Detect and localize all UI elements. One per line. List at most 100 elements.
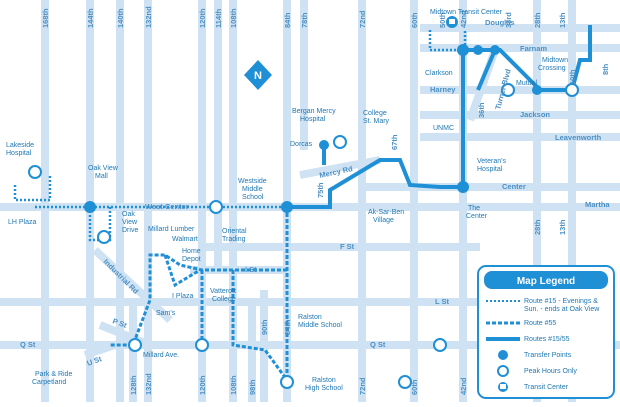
street-label: West Center xyxy=(145,202,189,211)
street-label: I St xyxy=(245,265,257,274)
place-label: I Plaza xyxy=(172,293,194,300)
street-label: 132nd xyxy=(144,6,153,28)
map-legend: Map Legend Route #15 - Evenings & Sun. -… xyxy=(477,265,615,399)
vertical-street-labels: 168th 144th 140th 132nd 120th 114th 108t… xyxy=(41,6,610,395)
legend-item-label: Route #55 xyxy=(524,320,556,327)
legend-item-label: Route #15 - Evenings & xyxy=(524,298,598,305)
street-label: L St xyxy=(435,297,450,306)
street-label: 67th xyxy=(390,134,399,150)
street-label: 114th xyxy=(214,8,223,28)
street-label: 33rd xyxy=(504,12,513,28)
street-label: Q St xyxy=(20,340,36,349)
place-label: Depot xyxy=(182,256,201,263)
street-label: 78th xyxy=(300,12,309,28)
place-label: College xyxy=(212,296,236,303)
place-label: Clarkson xyxy=(425,70,453,77)
street-label: Leavenworth xyxy=(555,133,602,142)
place-label: UNMC xyxy=(433,125,454,132)
place-label: Village xyxy=(373,217,394,224)
place-label: Walmart xyxy=(172,236,198,243)
place-label: Millard Ave. xyxy=(143,352,179,359)
route-15-55 xyxy=(287,25,592,209)
street-label: Harney xyxy=(430,85,456,94)
place-label: Ak-Sar-Ben xyxy=(368,209,404,216)
place-label: Park & Ride xyxy=(35,371,72,378)
compass-label: N xyxy=(254,70,262,82)
place-label: View xyxy=(122,219,138,226)
place-label: Vatterott xyxy=(210,288,236,295)
place-label: Trading xyxy=(222,236,246,243)
place-label: Hospital xyxy=(6,150,32,157)
place-label: Ralston xyxy=(298,314,322,321)
place-label: Home xyxy=(182,248,201,255)
street-label: Martha xyxy=(585,200,610,209)
street-label: 42nd xyxy=(459,10,468,28)
place-label: Westside xyxy=(238,178,267,185)
street-label: Jackson xyxy=(520,110,550,119)
place-label: Oriental xyxy=(222,228,247,235)
street-label: 10th xyxy=(568,69,577,85)
transfer-points xyxy=(84,44,542,213)
place-label: Crossing xyxy=(538,65,566,72)
place-label: Center xyxy=(466,213,488,220)
place-label: Bergan Mercy xyxy=(292,108,336,115)
place-label: Midtown Transit Center xyxy=(430,9,503,16)
street-label: 13th xyxy=(558,12,567,28)
legend-title: Map Legend xyxy=(517,276,575,287)
place-label: Oak View xyxy=(88,165,119,172)
compass-icon: N xyxy=(244,60,272,90)
legend-item-label: Transit Center xyxy=(524,384,569,391)
street-label: 42nd xyxy=(459,377,468,395)
place-label: Ralston xyxy=(312,377,336,384)
place-label: Middle School xyxy=(298,322,342,329)
place-label: The xyxy=(468,205,480,212)
route-15-evening xyxy=(13,30,467,242)
peak-stops xyxy=(28,83,579,389)
place-label: Lakeside xyxy=(6,142,34,149)
street-label: Douglas xyxy=(485,18,515,27)
place-label: Sam's xyxy=(156,310,176,317)
street-label: 108th xyxy=(229,8,238,28)
street-label: 60th xyxy=(410,379,419,395)
street-label: 50th xyxy=(438,12,447,28)
street-label: 90th xyxy=(260,319,269,335)
street-label: 84th xyxy=(283,12,292,28)
street-label: 108th xyxy=(229,375,238,395)
street-label: 28th xyxy=(533,219,542,235)
place-label: Veteran's xyxy=(477,158,506,165)
street-label: 72nd xyxy=(358,10,367,28)
place-label: Hospital xyxy=(477,166,503,173)
street-label: 168th xyxy=(41,8,50,28)
place-label: Midtown xyxy=(542,57,568,64)
street-label: 144th xyxy=(86,8,95,28)
place-label: St. Mary xyxy=(363,118,390,125)
legend-item-label: Transfer Points xyxy=(524,352,572,359)
place-label: High School xyxy=(305,385,343,392)
legend-item-label: Sun. - ends at Oak View xyxy=(524,306,600,313)
street-label: 128th xyxy=(129,375,138,395)
place-label: Millard Lumber xyxy=(148,226,195,233)
street-label: 28th xyxy=(533,12,542,28)
place-label: College xyxy=(363,110,387,117)
place-label: Mutual xyxy=(516,80,537,87)
street-label: 60th xyxy=(410,12,419,28)
street-label: 132nd xyxy=(144,373,153,395)
street-label: 36th xyxy=(477,102,486,118)
street-label: Farnam xyxy=(520,44,547,53)
street-label: 84th xyxy=(283,319,292,335)
street-label: 120th xyxy=(198,8,207,28)
street-label: 72nd xyxy=(358,377,367,395)
legend-item-label: Routes #15/55 xyxy=(524,336,570,343)
street-label: F St xyxy=(340,242,355,251)
street-label: 140th xyxy=(116,8,125,28)
place-label: Carpetland xyxy=(32,379,66,386)
place-label: Hospital xyxy=(300,116,326,123)
place-label: Drive xyxy=(122,227,138,234)
street-label: 75th xyxy=(316,182,325,198)
place-label: Middle xyxy=(242,186,263,193)
transit-center-icon xyxy=(446,16,458,28)
place-label: Mall xyxy=(95,173,108,180)
street-label: 98th xyxy=(248,379,257,395)
place-label: School xyxy=(242,194,264,201)
